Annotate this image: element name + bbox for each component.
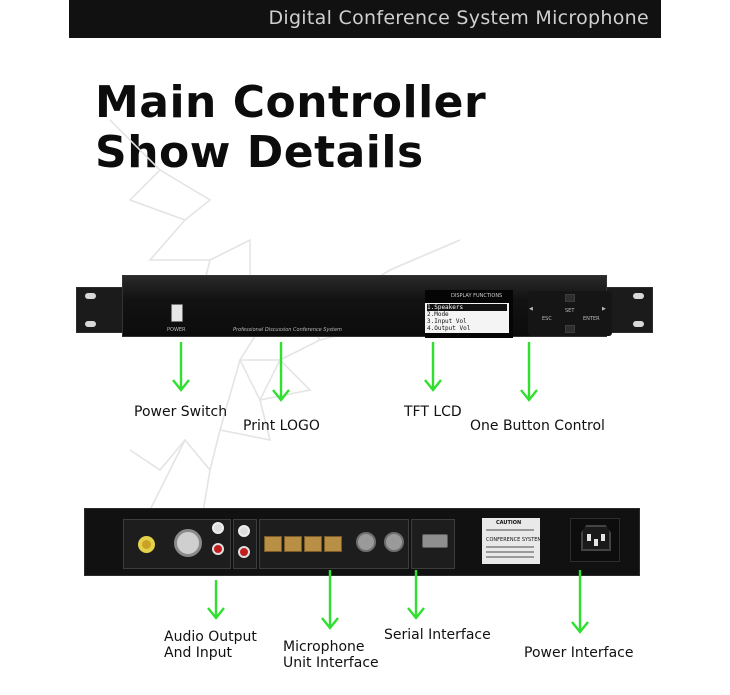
arrow-down-icon (520, 342, 538, 402)
control-keypad: ◀ ▶ ESC SET ENTER (528, 291, 612, 336)
caution-title: CAUTION (496, 520, 522, 526)
arrow-down-icon (424, 342, 442, 392)
power-switch[interactable] (171, 304, 183, 322)
arrow-down-icon (272, 342, 290, 402)
callout-microphone-unit: Microphone Unit Interface (283, 639, 379, 671)
iec-pin (594, 539, 598, 546)
rj45-port (304, 536, 322, 552)
caution-text-line (486, 529, 534, 531)
callout-power-interface: Power Interface (524, 645, 634, 661)
mount-hole (85, 321, 96, 327)
rca-group-1 (205, 519, 231, 569)
mount-hole (633, 321, 644, 327)
rca-jack (212, 543, 224, 555)
key-down-button[interactable] (565, 325, 575, 333)
key-up-button[interactable] (565, 294, 575, 302)
iec-pin (587, 534, 591, 541)
rack-ear-right (605, 287, 653, 333)
callout-line: Unit Interface (283, 655, 379, 671)
banner-title: Digital Conference System Microphone (268, 7, 649, 29)
arrow-down-icon (407, 570, 425, 620)
caution-system-text: CONFERENCE SYSTEM (486, 537, 542, 543)
caution-label: CAUTION CONFERENCE SYSTEM (482, 518, 542, 564)
iec-pin (601, 534, 605, 541)
audio-jack (138, 536, 155, 553)
mount-hole (85, 293, 96, 299)
rj45-port (264, 536, 282, 552)
caution-text-line (486, 556, 534, 558)
caution-text-line (486, 546, 534, 548)
rca-group-2 (233, 519, 257, 569)
callout-serial-interface: Serial Interface (384, 627, 491, 643)
arrow-down-icon (321, 570, 339, 630)
callout-audio-output: Audio Output And Input (164, 629, 257, 661)
arrow-right-icon[interactable]: ▶ (602, 306, 606, 312)
print-logo-text: Professional Discussion Conference Syste… (233, 327, 342, 333)
arrow-down-icon (571, 570, 589, 634)
lcd-menu-item: 1.Speakers (427, 304, 507, 311)
rj45-port (284, 536, 302, 552)
rj45-port (324, 536, 342, 552)
lcd-title: DISPLAY FUNCTIONS (451, 293, 503, 299)
db9-serial-port (422, 534, 448, 548)
front-panel: POWER Professional Discussion Conference… (76, 275, 653, 339)
callout-line: And Input (164, 645, 233, 661)
din-connector (356, 532, 376, 552)
callout-line: Audio Output (164, 629, 257, 645)
callout-line: Microphone (283, 639, 365, 655)
arrow-left-icon[interactable]: ◀ (529, 306, 533, 312)
lcd-menu-item: 3.Input Vol (427, 318, 467, 325)
enter-button[interactable]: ENTER (583, 316, 600, 322)
rca-jack (238, 525, 250, 537)
arrow-down-icon (207, 580, 225, 620)
caution-text-line (486, 551, 534, 553)
esc-button[interactable]: ESC (542, 316, 552, 322)
iec-socket-body (581, 525, 611, 551)
title-line-1: Main Controller (95, 77, 487, 128)
mount-hole (633, 293, 644, 299)
microphone-unit-section (259, 519, 409, 569)
lcd-menu-item: 2.Mode (427, 311, 449, 318)
callout-one-button-control: One Button Control (470, 418, 605, 434)
arrow-down-icon (172, 342, 190, 392)
iec-power-socket (570, 518, 620, 562)
back-panel (84, 508, 640, 576)
front-chassis: POWER Professional Discussion Conference… (122, 275, 612, 338)
power-label: POWER (167, 327, 186, 333)
callout-power-switch: Power Switch (134, 404, 228, 420)
page-title: Main Controller Show Details (95, 78, 486, 178)
lcd-menu-item: 4.Output Vol (427, 325, 471, 332)
rack-ear-left (76, 287, 124, 333)
serial-section (411, 519, 455, 569)
din-connector (384, 532, 404, 552)
rca-jack (212, 522, 224, 534)
xlr-connector (174, 529, 202, 557)
top-banner: Digital Conference System Microphone (69, 0, 661, 38)
title-line-2: Show Details (95, 127, 424, 178)
set-button[interactable]: SET (565, 308, 575, 314)
tft-lcd-screen: 1.Speakers 2.Mode 3.Input Vol 4.Output V… (425, 303, 509, 333)
callout-tft-lcd: TFT LCD (404, 404, 462, 420)
callout-print-logo: Print LOGO (243, 418, 320, 434)
rca-jack (238, 546, 250, 558)
